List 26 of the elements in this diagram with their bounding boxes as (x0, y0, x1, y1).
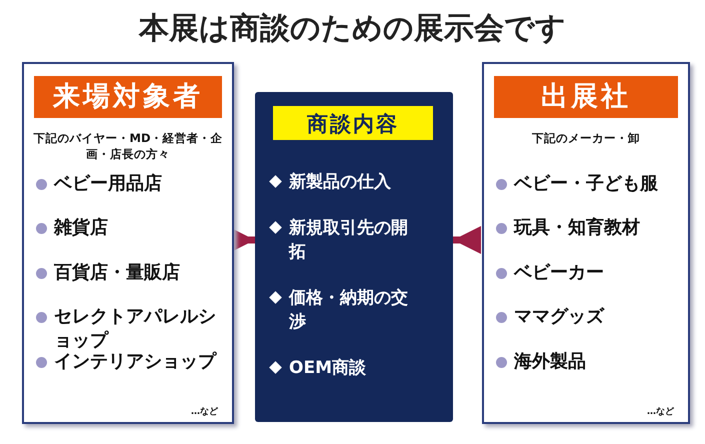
topic-panel (255, 92, 453, 422)
panel-header: 商談内容 (271, 104, 435, 142)
exhibitor-panel (482, 62, 690, 424)
panel-header: 出展社 (494, 76, 678, 118)
list-item: OEM商談 (289, 357, 367, 380)
list-item: 百貨店・量販店 (54, 260, 181, 285)
subtitle: 下記のバイヤー・MD・経営者・企画・店長の方々 (32, 130, 224, 162)
list-item: 新製品の仕入 (289, 171, 392, 194)
page-title: 本展は商談のための展示会です (138, 10, 567, 48)
list-item: ベビー・子ども服 (514, 172, 659, 196)
visitor-panel (22, 62, 234, 424)
list-item: 新規取引先の開拓 (289, 217, 409, 264)
list-item: ベビー用品店 (54, 172, 163, 196)
list-item: 玩具・知育教材 (514, 216, 641, 240)
panel-header: 来場対象者 (34, 76, 222, 118)
list-item: インテリアショップ (54, 350, 218, 374)
list-item: セレクトアパレルショップ (54, 305, 217, 352)
note-text: …など (647, 406, 674, 418)
list-item: ママグッズ (514, 305, 606, 330)
list-item: 価格・納期の交渉 (289, 287, 409, 334)
note-text: …など (191, 406, 218, 418)
list-item: 海外製品 (514, 350, 587, 374)
list-item: ベビーカー (514, 260, 605, 285)
list-item: 雑貨店 (54, 216, 109, 240)
arrow (453, 226, 481, 254)
subtitle: 下記のメーカー・卸 (531, 130, 641, 146)
